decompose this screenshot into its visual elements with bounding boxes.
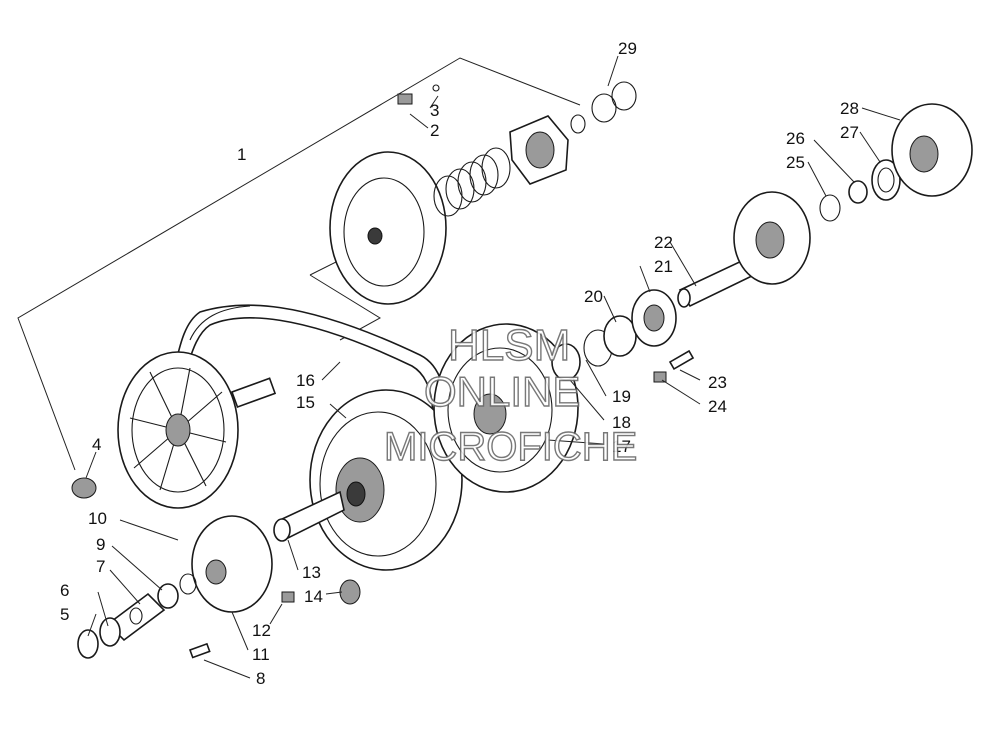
driven-sheave — [329, 151, 447, 305]
callout-15: 15 — [296, 393, 315, 412]
callout-14: 14 — [304, 587, 323, 606]
slider-button — [281, 591, 295, 603]
driven-gear-housing — [433, 323, 579, 493]
callout-27: 27 — [840, 123, 859, 142]
leader-lines — [85, 55, 901, 679]
output-shaft — [677, 191, 811, 308]
callout-1: 1 — [237, 145, 246, 164]
drive-shaft-tube — [273, 490, 345, 542]
snap-rings — [570, 81, 637, 134]
bearing-stack — [551, 289, 677, 381]
callout-23: 23 — [708, 373, 727, 392]
cap-screw — [188, 642, 211, 659]
callout-10: 10 — [88, 509, 107, 528]
callout-29: 29 — [618, 39, 637, 58]
callout-2: 2 — [430, 121, 439, 140]
callout-13: 13 — [302, 563, 321, 582]
seal-bushing — [819, 180, 868, 222]
callout-22: 22 — [654, 233, 673, 252]
callout-21: 21 — [654, 257, 673, 276]
cover-plate — [191, 515, 273, 613]
watermark-line-1: HLSM — [448, 321, 570, 370]
callout-24: 24 — [708, 397, 727, 416]
drive-fixed-sheave — [117, 351, 277, 509]
callout-12: 12 — [252, 621, 271, 640]
callout-labels: 1 2 3 4 5 6 7 8 9 10 11 12 13 14 15 16 1… — [60, 39, 859, 688]
callout-8: 8 — [256, 669, 265, 688]
watermark-line-3: MICROFICHE — [384, 425, 637, 469]
small-washers — [157, 573, 197, 609]
callout-3: 3 — [430, 101, 439, 120]
driven-cam — [509, 115, 569, 185]
drive-movable-sheave — [309, 389, 463, 571]
callout-11: 11 — [252, 645, 270, 664]
one-way-bearing — [871, 159, 901, 201]
seal-rings — [77, 617, 121, 659]
retaining-nut — [71, 477, 97, 499]
callout-9: 9 — [96, 535, 105, 554]
watermark: HLSM ONLINE MICROFICHE — [383, 320, 638, 469]
callout-28: 28 — [840, 99, 859, 118]
callout-25: 25 — [786, 153, 805, 172]
driven-spring — [433, 147, 511, 217]
bolt-nut — [653, 349, 695, 383]
set-screw — [397, 84, 440, 105]
callout-18: 18 — [612, 413, 631, 432]
callout-4: 4 — [92, 435, 101, 454]
callout-7: 7 — [96, 557, 105, 576]
clutch-cover-housing — [891, 103, 973, 197]
watermark-line-2: ONLINE — [424, 368, 580, 415]
callout-5: 5 — [60, 605, 69, 624]
callout-17: 17 — [612, 437, 631, 456]
callout-19: 19 — [612, 387, 631, 406]
callout-6: 6 — [60, 581, 69, 600]
callout-16: 16 — [296, 371, 315, 390]
callout-20: 20 — [584, 287, 603, 306]
callout-26: 26 — [786, 129, 805, 148]
lock-nut — [339, 579, 361, 605]
